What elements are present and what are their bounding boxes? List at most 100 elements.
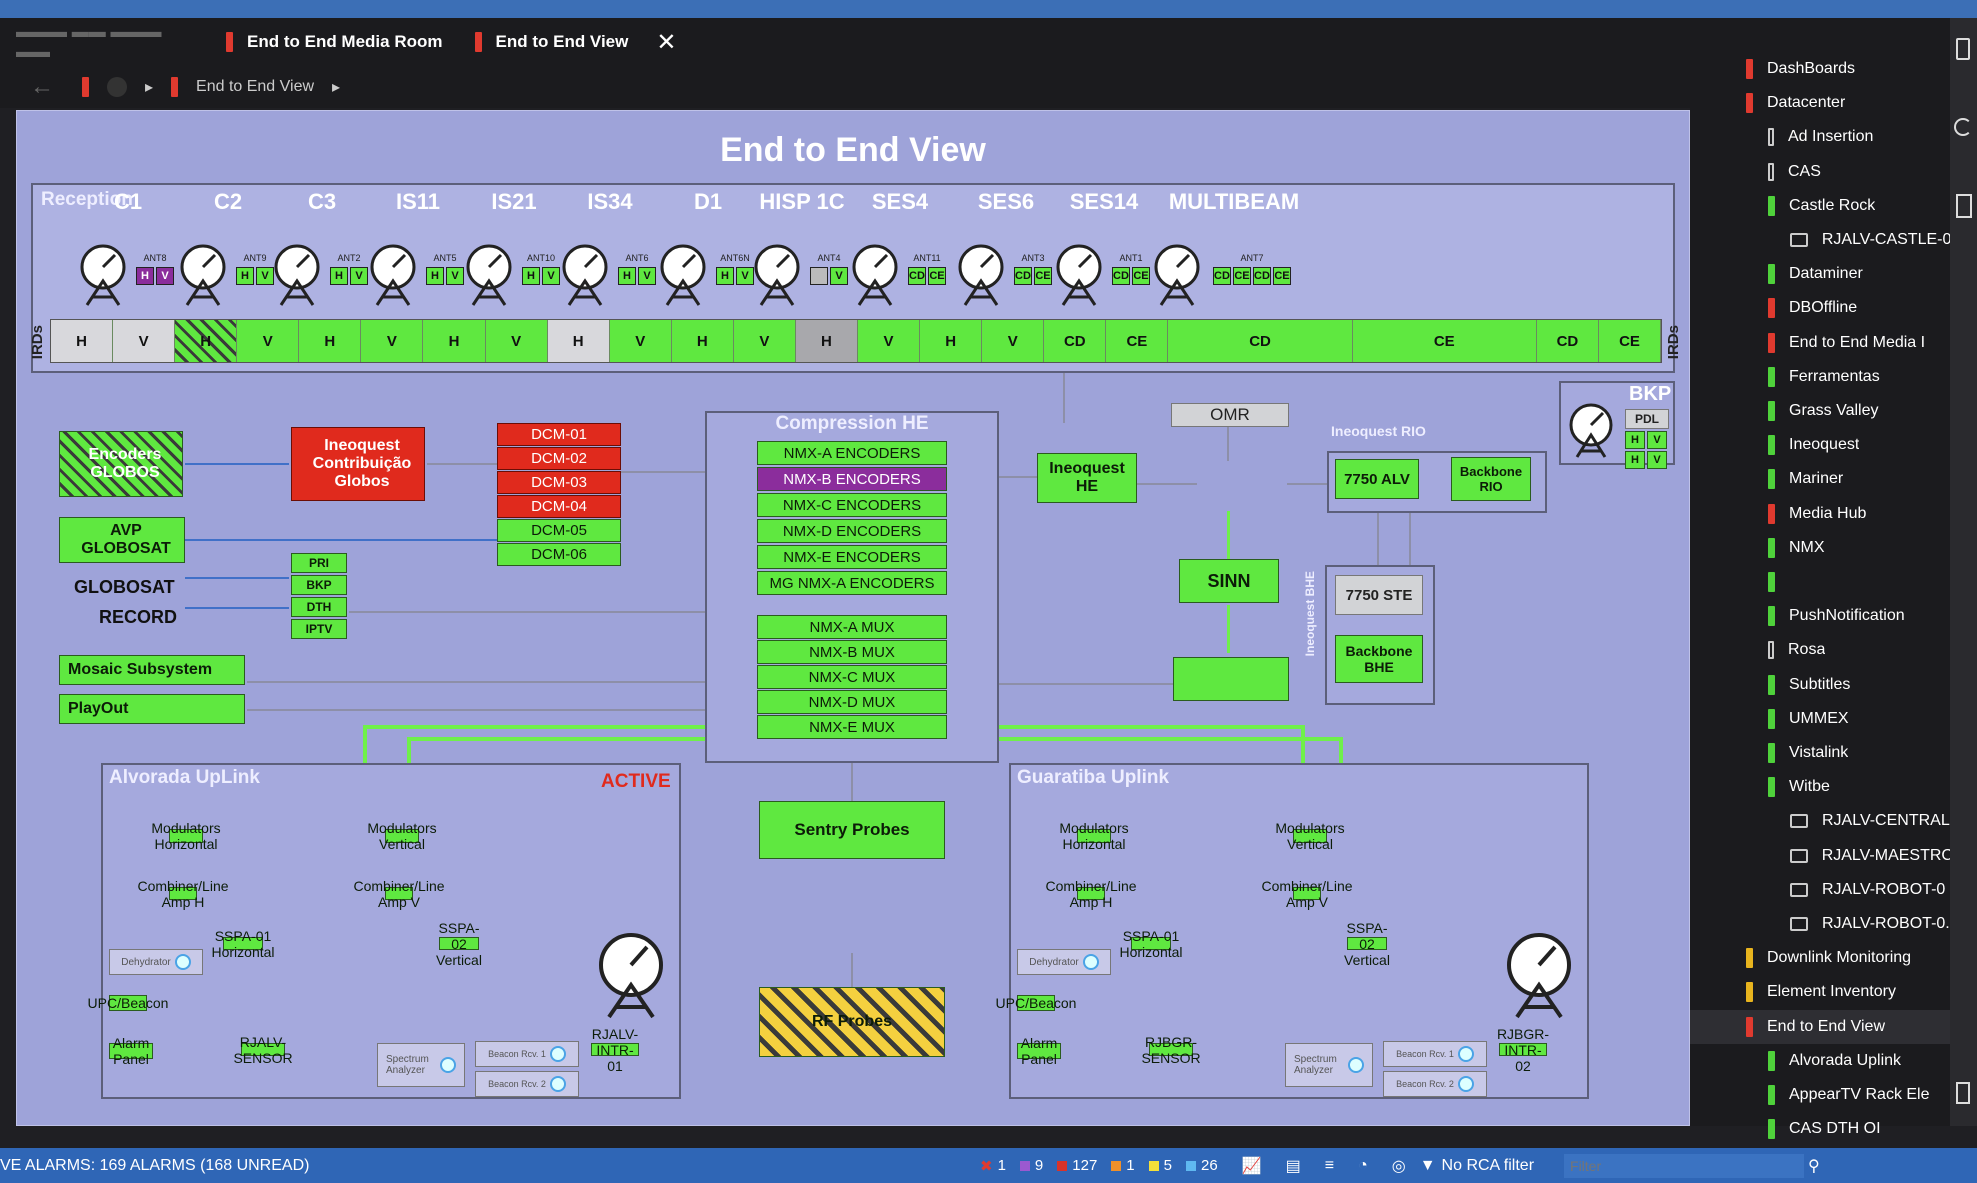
ird-cell[interactable]: H: [672, 320, 734, 362]
avp-globosat-block[interactable]: AVP GLOBOSAT: [59, 517, 185, 563]
sidebar-item[interactable]: Element Inventory: [1690, 975, 1950, 1009]
polarization-box[interactable]: H: [716, 267, 734, 285]
spectrum-analyzer[interactable]: Spectrum Analyzer: [377, 1043, 465, 1087]
antenna-dish-icon[interactable]: [1149, 243, 1205, 309]
beacon-receiver[interactable]: Beacon Rcv. 2: [475, 1071, 579, 1097]
uplink-alarm[interactable]: Alarm Panel: [109, 1035, 153, 1067]
sidebar-item[interactable]: Subtitles: [1690, 668, 1950, 702]
sidebar-item[interactable]: Mariner: [1690, 462, 1950, 496]
polarization-box[interactable]: H: [522, 267, 540, 285]
ird-cell[interactable]: V: [982, 320, 1045, 362]
sidebar-item[interactable]: Media Hub: [1690, 497, 1950, 531]
polarization-box[interactable]: V: [638, 267, 656, 285]
list-icon[interactable]: ▤: [1285, 1157, 1301, 1175]
dcm-box[interactable]: DCM-04: [497, 495, 621, 518]
ird-cell[interactable]: H: [51, 320, 114, 362]
search-icon[interactable]: [1956, 38, 1970, 60]
minor-count[interactable]: 127: [1057, 1157, 1097, 1174]
antenna-dish-icon[interactable]: [269, 243, 325, 309]
ird-cell[interactable]: H: [547, 320, 610, 362]
polarization-box[interactable]: CE: [1233, 267, 1251, 285]
encoders-globos-block[interactable]: Encoders GLOBOS: [59, 431, 183, 497]
tab-end-to-end-media-room[interactable]: End to End Media Room: [210, 18, 459, 66]
home-icon[interactable]: [107, 77, 127, 97]
antenna-dish-icon[interactable]: [655, 243, 711, 309]
sidebar-item[interactable]: Alvorada Uplink: [1690, 1044, 1950, 1078]
filter-input[interactable]: [1564, 1153, 1805, 1178]
ste-7750-block[interactable]: 7750 STE: [1335, 575, 1423, 615]
encoder-box[interactable]: NMX-D ENCODERS: [757, 519, 947, 543]
bkp-box[interactable]: BKP: [291, 575, 347, 595]
pdl-box[interactable]: PDL: [1625, 409, 1669, 429]
ird-cell[interactable]: H: [175, 320, 238, 362]
ird-cell[interactable]: V: [858, 320, 921, 362]
antenna-dish-icon[interactable]: [175, 243, 231, 309]
polarization-box[interactable]: CE: [1132, 267, 1150, 285]
sidebar-item[interactable]: CAS: [1690, 155, 1950, 189]
mux-box[interactable]: NMX-C MUX: [757, 665, 947, 689]
mux-box[interactable]: NMX-B MUX: [757, 640, 947, 664]
dth-box[interactable]: DTH: [291, 597, 347, 617]
sidebar-item[interactable]: Vistalink: [1690, 736, 1950, 770]
polarization-box[interactable]: V: [256, 267, 274, 285]
uplink-comb_v[interactable]: Combiner/Line Amp V: [353, 878, 444, 910]
sort-icon[interactable]: ≡: [1324, 1156, 1335, 1174]
polarization-box[interactable]: V: [156, 267, 174, 285]
antenna-dish-icon[interactable]: [953, 243, 1009, 309]
uplink-sspa1[interactable]: SSPA-01 Horizontal: [211, 928, 274, 960]
sidebar-item[interactable]: DashBoards: [1690, 52, 1950, 86]
rf-probes-block[interactable]: RF Probes: [759, 987, 945, 1057]
uplink-mod_v[interactable]: Modulators Vertical: [367, 820, 436, 852]
critical-count[interactable]: ✖1: [980, 1157, 1006, 1175]
uplink-upc[interactable]: UPC/Beacon: [995, 995, 1077, 1011]
antenna-dish-icon[interactable]: [557, 243, 613, 309]
polarization-box[interactable]: V: [736, 267, 754, 285]
tab-end-to-end-view[interactable]: End to End View ✕: [459, 18, 693, 66]
polarization-box[interactable]: H: [426, 267, 444, 285]
ird-cell[interactable]: V: [113, 320, 176, 362]
uplink-mod_h[interactable]: Modulators Horizontal: [151, 820, 220, 852]
ird-cell[interactable]: CE: [1599, 320, 1662, 362]
pdl-h2[interactable]: H: [1625, 451, 1645, 469]
uplink-sspa1[interactable]: SSPA-01 Horizontal: [1119, 928, 1182, 960]
dcm-box[interactable]: DCM-02: [497, 447, 621, 470]
beacon-receiver[interactable]: Beacon Rcv. 1: [475, 1041, 579, 1067]
ird-cell[interactable]: H: [920, 320, 983, 362]
warning-count[interactable]: 1: [1111, 1157, 1135, 1174]
uplink-comb_v[interactable]: Combiner/Line Amp V: [1261, 878, 1352, 910]
ird-cell[interactable]: V: [361, 320, 424, 362]
sidebar-item[interactable]: Downlink Monitoring: [1690, 941, 1950, 975]
mux-box[interactable]: NMX-E MUX: [757, 715, 947, 739]
chevron-right-icon[interactable]: ▸: [332, 79, 341, 96]
ird-cell[interactable]: V: [734, 320, 796, 362]
uplink-sensor[interactable]: RJBGR-SENSOR: [1141, 1034, 1200, 1066]
ird-cell[interactable]: H: [299, 320, 362, 362]
pie-icon[interactable]: ◔: [1358, 1156, 1368, 1174]
polarization-box[interactable]: CD: [1253, 267, 1271, 285]
polarization-box[interactable]: V: [830, 267, 848, 285]
polarization-box[interactable]: [810, 267, 828, 285]
sidebar-item[interactable]: Datacenter: [1690, 86, 1950, 120]
polarization-box[interactable]: CE: [1273, 267, 1291, 285]
polarization-box[interactable]: CD: [908, 267, 926, 285]
sidebar-item[interactable]: UMMEX: [1690, 702, 1950, 736]
sidebar-item[interactable]: End to End Media I: [1690, 326, 1950, 360]
polarization-box[interactable]: CD: [1213, 267, 1231, 285]
sentry-probes-block[interactable]: Sentry Probes: [759, 801, 945, 859]
sidebar-item[interactable]: RJALV-CENTRAL: [1690, 804, 1950, 838]
beacon-receiver[interactable]: Beacon Rcv. 1: [1383, 1041, 1487, 1067]
refresh-icon[interactable]: [1954, 118, 1972, 136]
polarization-box[interactable]: CD: [1014, 267, 1032, 285]
close-icon[interactable]: ✕: [656, 28, 677, 56]
sidebar-item[interactable]: PushNotification: [1690, 599, 1950, 633]
antenna-dish-icon[interactable]: [75, 243, 131, 309]
ird-cell[interactable]: H: [423, 320, 486, 362]
filter-icon[interactable]: ▼: [1419, 1156, 1436, 1174]
polarization-box[interactable]: H: [330, 267, 348, 285]
ird-cell[interactable]: CD: [1537, 320, 1599, 362]
antenna-dish-icon[interactable]: [461, 243, 517, 309]
